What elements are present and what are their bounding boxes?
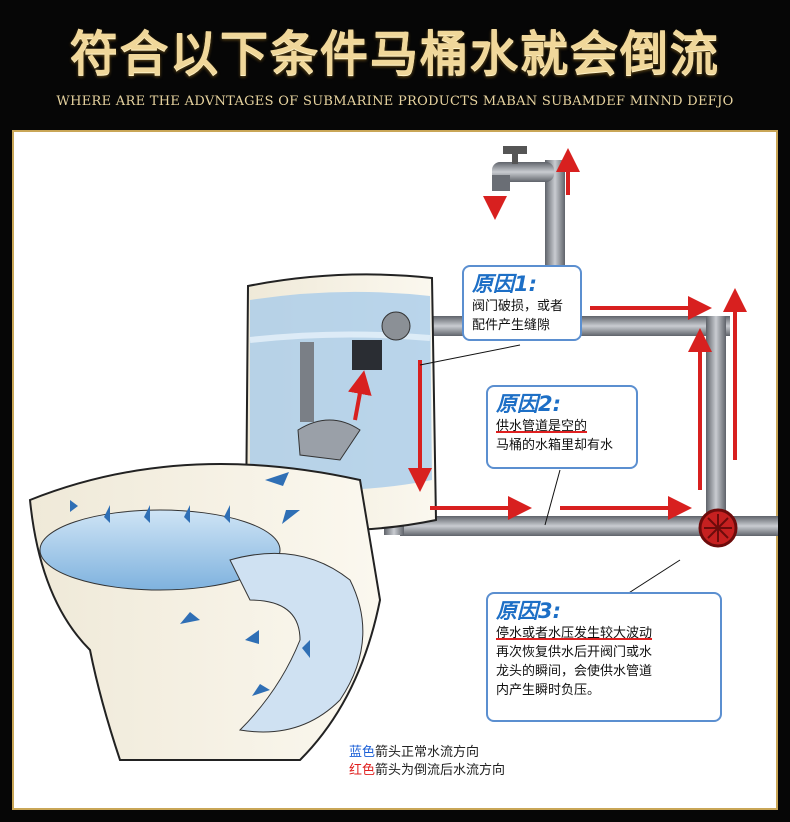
callout-heading: 原因1:	[472, 272, 538, 296]
toilet-tank	[244, 273, 438, 531]
callout-line: 配件产生缝隙	[472, 318, 551, 333]
callout-reason-3: 原因3: 停水或者水压发生较大波动 再次恢复供水后开阀门或水 龙头的瞬间，会使供…	[486, 592, 722, 722]
callout-heading: 原因2:	[496, 392, 562, 416]
red-backflow-arrows	[348, 148, 747, 520]
legend-blue-word: 蓝色	[349, 745, 376, 760]
callout-line: 马桶的水箱里却有水	[496, 438, 614, 453]
red-arrow	[348, 370, 372, 421]
callout-line: 再次恢复供水后开阀门或水	[496, 645, 653, 660]
valve-spokes	[704, 514, 732, 542]
blue-arrow	[245, 630, 259, 644]
blue-arrow	[302, 640, 310, 658]
callout-line: 供水管道是空的	[496, 419, 588, 434]
callout-line: 内产生瞬时负压。	[496, 683, 601, 698]
legend-blue-text: 箭头正常水流方向	[375, 745, 480, 760]
callout-pointers	[419, 344, 681, 606]
blue-arrow	[184, 505, 190, 523]
blue-arrow	[180, 612, 200, 624]
legend-red-row: 红色箭头为倒流后水流方向	[349, 762, 505, 780]
blue-arrow	[224, 505, 230, 523]
legend-blue-row: 蓝色箭头正常水流方向	[349, 744, 505, 762]
legend: 蓝色箭头正常水流方向 红色箭头为倒流后水流方向	[349, 744, 505, 780]
blue-flow-arrows	[70, 472, 310, 696]
legend-red-text: 箭头为倒流后水流方向	[375, 763, 506, 778]
vertical-pipe-right	[706, 316, 726, 526]
faucet-icon	[492, 146, 554, 191]
page-title: 符合以下条件马桶水就会倒流	[69, 26, 720, 82]
blue-arrow	[70, 500, 78, 512]
callout-reason-2: 原因2: 供水管道是空的 马桶的水箱里却有水	[486, 385, 638, 469]
blue-arrow	[265, 472, 289, 486]
blue-arrow	[144, 505, 150, 523]
callout-line: 阀门破损，或者	[472, 299, 564, 314]
blue-arrow	[252, 684, 270, 696]
blue-arrow	[282, 510, 300, 524]
callout-line: 龙头的瞬间，会使供水管道	[496, 664, 653, 679]
supply-pipes	[384, 160, 778, 548]
callout-reason-1: 原因1: 阀门破损，或者 配件产生缝隙	[462, 265, 582, 341]
callout-heading: 原因3:	[496, 599, 562, 623]
callout-line: 停水或者水压发生较大波动	[496, 626, 653, 641]
horizontal-pipe-lower	[400, 516, 778, 536]
toilet-bowl	[28, 463, 382, 761]
blue-arrow	[104, 505, 110, 523]
legend-red-word: 红色	[349, 763, 376, 778]
page-subtitle: WHERE ARE THE ADVNTAGES OF SUBMARINE PRO…	[56, 94, 734, 109]
